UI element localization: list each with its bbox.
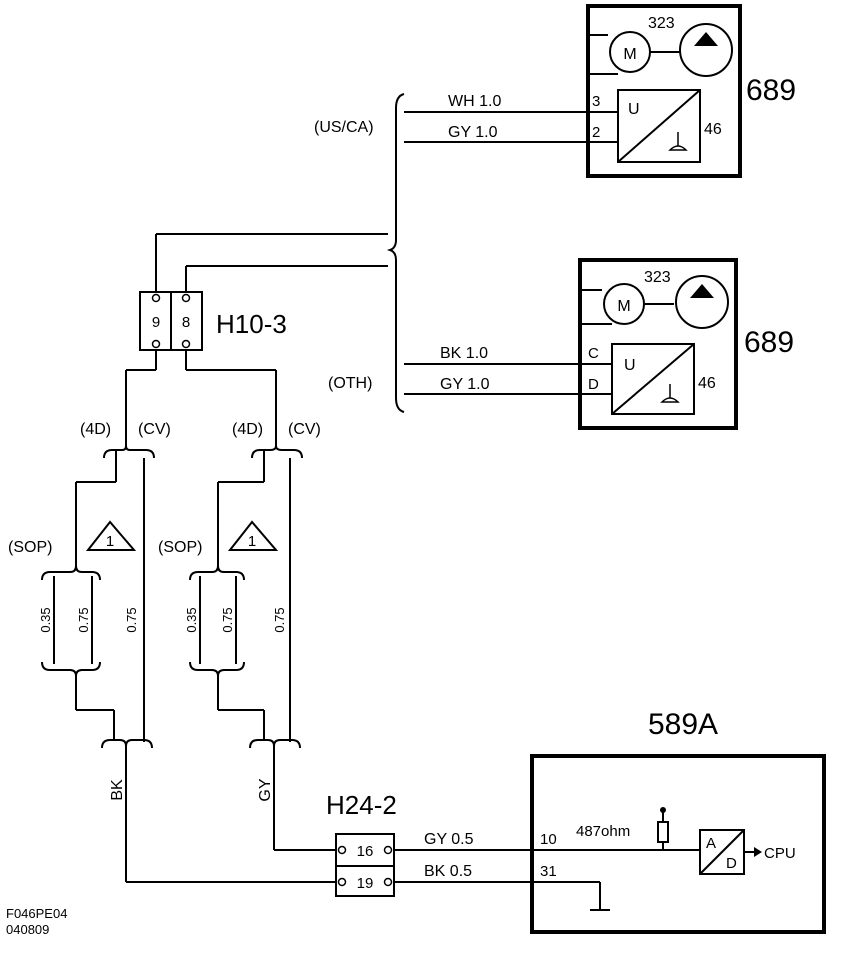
converter-top-num: 46 [704,121,722,138]
variant-us-ca: (US/CA) [314,119,374,136]
wire-label-gy-top: GY 1.0 [448,124,498,141]
wire-label-gy-bottom: GY 1.0 [440,376,490,393]
converter-bottom-num: 46 [698,375,716,392]
variant-oth: (OTH) [328,375,372,392]
wire-size-left-b: 0.75 [76,607,91,632]
h24-pin-19: 19 [357,875,374,892]
brace-4d-cv-right [251,445,303,459]
cpu-label: CPU [764,845,796,862]
adc-d-label: D [726,855,737,872]
pump-wires: WH 1.0 GY 1.0 3 2 BK 1.0 GY 1.0 C D (US/… [155,93,618,413]
motor-bottom-label: M [617,298,630,315]
resistor-icon [657,821,669,843]
ecu-589a: 589A GY 0.5 BK 0.5 10 31 487ohm A D CPU [394,708,826,934]
sensor-bottom-icon [660,384,680,403]
ecu-pin-10: 10 [540,831,557,848]
pump-arrow-top-icon [694,32,718,46]
pump-bottom-box [578,258,738,430]
wire-label-bk-vertical: BK [109,779,126,801]
pump-top-id: 689 [746,74,796,107]
variant-cv-left: (CV) [138,421,171,438]
brace-sop-right-top [189,565,245,581]
ecu-id: 589A [648,708,718,741]
resistor-label: 487ohm [576,823,630,840]
pump-unit-top: M 323 U 46 689 [586,4,796,178]
h24-pin-16: 16 [357,843,374,860]
motor-top-label: M [623,46,636,63]
note-triangle-right-icon [227,520,279,551]
converter-top-box [617,89,701,163]
wire-label-gy-ecu: GY 0.5 [424,831,474,848]
brace-sop-left-top [41,565,101,581]
wire-size-right-a: 0.35 [184,607,199,632]
wire-label-bk: BK 1.0 [440,345,488,362]
figure-date: 040809 [6,922,49,937]
variant-cv-right: (CV) [288,421,321,438]
branch-left: (4D) (CV) 1 (SOP) 0.35 0.75 0.75 BK [8,350,336,883]
adc-a-label: A [706,835,716,852]
pump-unit-bottom: M 323 U 46 689 [578,258,794,430]
ecu-box [530,754,826,934]
pin-top-2: 2 [592,124,600,141]
motor-bottom-num: 323 [644,269,671,286]
variant-4d-left: (4D) [80,421,111,438]
wire-label-gy-vertical: GY [257,778,274,801]
wire-size-left-c: 0.75 [124,607,139,632]
brace-4d-cv-left [103,445,155,459]
connector-h24-2: 16 19 H24-2 [326,790,397,897]
pump-bottom-id: 689 [744,326,794,359]
ecu-pin-31: 31 [540,863,557,880]
connector-h10-3-label: H10-3 [216,309,287,339]
pump-top-icon [679,23,733,77]
variant-brace [386,93,405,413]
wire-size-left-a: 0.35 [38,607,53,632]
branch-right: (4D) (CV) 1 (SOP) 0.35 0.75 0.75 GY [158,350,336,851]
pump-bottom-icon [675,275,729,329]
sensor-top-icon [668,132,688,151]
arrow-right-icon [754,847,762,857]
note-triangle-left-icon [85,520,137,551]
pin-bottom-d: D [588,376,599,393]
note-left: 1 [106,533,114,550]
converter-bottom-box [611,343,695,415]
pin-top-3: 3 [592,93,600,110]
connector-h10-3: 9 8 H10-3 [139,291,287,351]
converter-top-label: U [628,101,640,118]
variant-4d-right: (4D) [232,421,263,438]
converter-bottom-label: U [624,357,636,374]
variant-sop-right: (SOP) [158,539,202,556]
figure-code: F046PE04 [6,906,67,921]
h10-pin-9: 9 [152,314,160,331]
wire-size-right-c: 0.75 [272,607,287,632]
variant-sop-left: (SOP) [8,539,52,556]
pump-top-box [586,4,742,178]
pin-bottom-c: C [588,345,599,362]
wire-size-right-b: 0.75 [220,607,235,632]
motor-top-num: 323 [648,15,675,32]
pump-arrow-bottom-icon [690,284,714,298]
brace-sop-right-bottom [189,661,245,677]
wire-label-bk-ecu: BK 0.5 [424,863,472,880]
note-right: 1 [248,533,256,550]
h10-pin-8: 8 [182,314,190,331]
brace-sop-left-bottom [41,661,101,677]
supply-node-icon [660,807,666,813]
connector-h24-2-label: H24-2 [326,790,397,820]
wire-label-wh: WH 1.0 [448,93,501,110]
